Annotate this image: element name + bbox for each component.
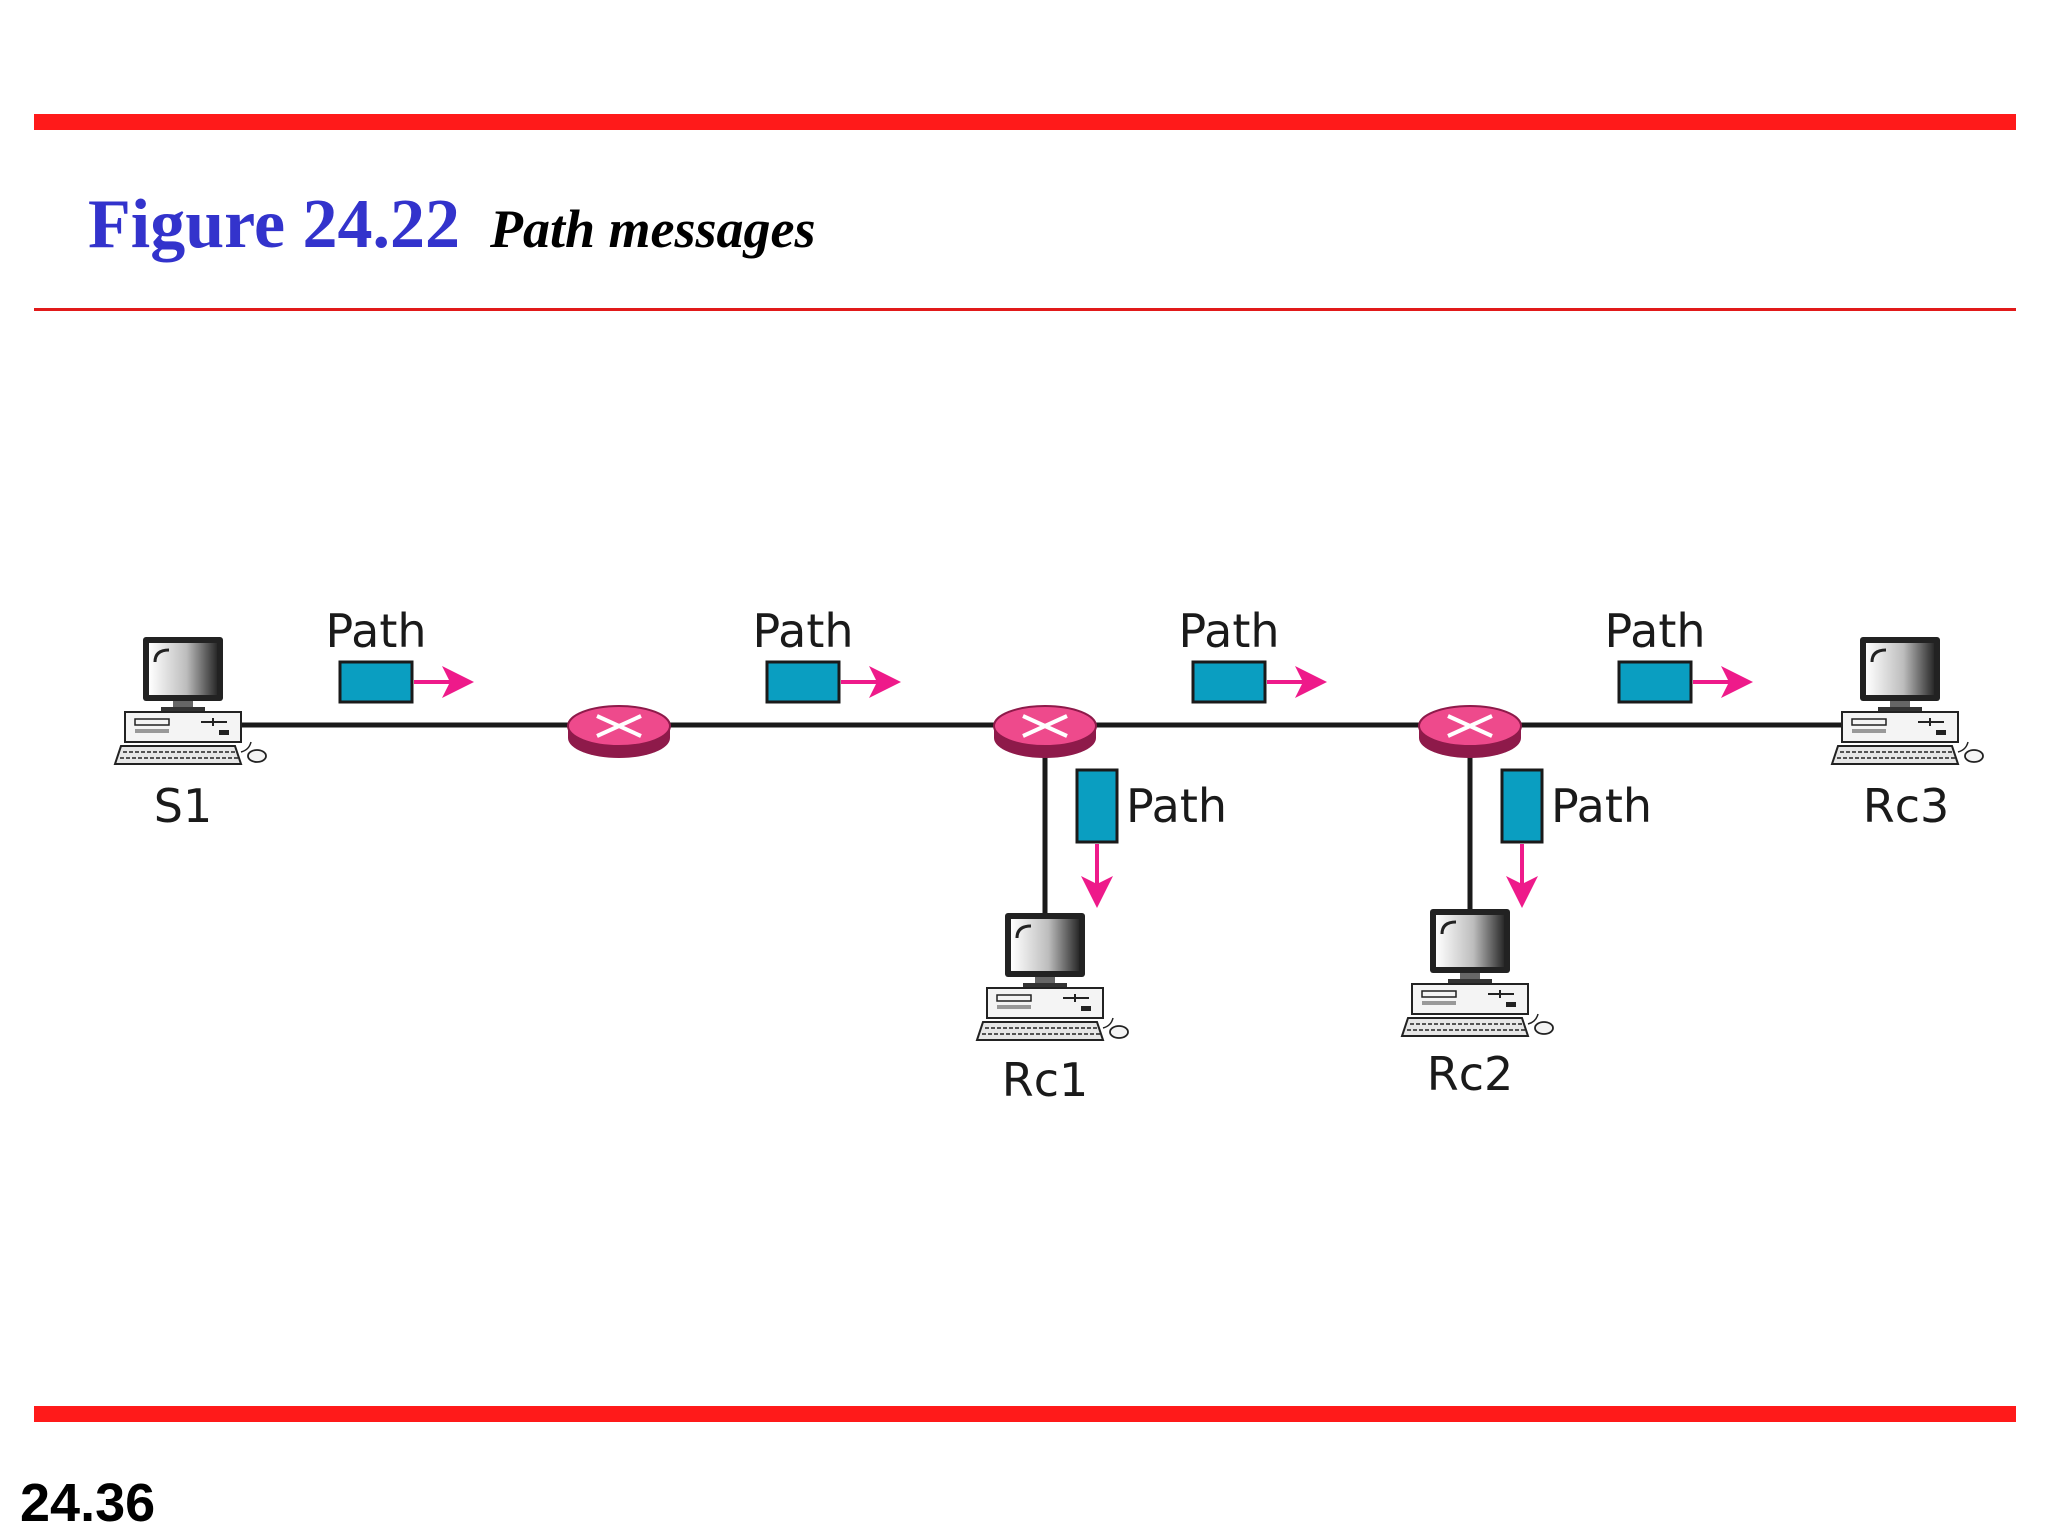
message-box	[1500, 768, 1544, 844]
path-message-label: Path	[1126, 779, 1227, 833]
computer-icon-s1	[113, 635, 268, 766]
message-box	[765, 660, 841, 704]
message-box	[338, 660, 414, 704]
message-box	[1075, 768, 1119, 844]
computer-icon-rc3	[1830, 635, 1985, 766]
path-message-1: Path	[325, 604, 474, 704]
path-message-4: Path	[1604, 604, 1753, 704]
computer-icon-rc2	[1400, 907, 1555, 1038]
top-red-rule	[34, 114, 2016, 130]
router-icon-2	[992, 704, 1098, 760]
router-icon-1	[566, 704, 672, 760]
path-message-label: Path	[1178, 604, 1279, 658]
path-message-5: Path	[1075, 768, 1227, 908]
path-message-2: Path	[752, 604, 901, 704]
path-message-label: Path	[752, 604, 853, 658]
path-message-label: Path	[1604, 604, 1705, 658]
path-message-label: Path	[1551, 779, 1652, 833]
path-message-label: Path	[325, 604, 426, 658]
bottom-red-rule	[34, 1406, 2016, 1422]
message-box	[1191, 660, 1267, 704]
host-label-rc1: Rc1	[1002, 1053, 1089, 1107]
figure-label: Figure 24.22	[88, 186, 461, 263]
computer-icon-rc1	[975, 911, 1130, 1042]
title-underline-rule	[34, 308, 2016, 311]
host-label-rc2: Rc2	[1427, 1047, 1514, 1101]
figure-title: Figure 24.22 Path messages	[88, 185, 816, 265]
host-label-s1: S1	[154, 779, 212, 833]
figure-caption: Path messages	[490, 199, 816, 259]
message-box	[1617, 660, 1693, 704]
path-message-3: Path	[1178, 604, 1327, 704]
path-message-6: Path	[1500, 768, 1652, 908]
slide-number: 24.36	[20, 1473, 156, 1533]
host-label-rc3: Rc3	[1863, 779, 1950, 833]
router-icon-3	[1417, 704, 1523, 760]
